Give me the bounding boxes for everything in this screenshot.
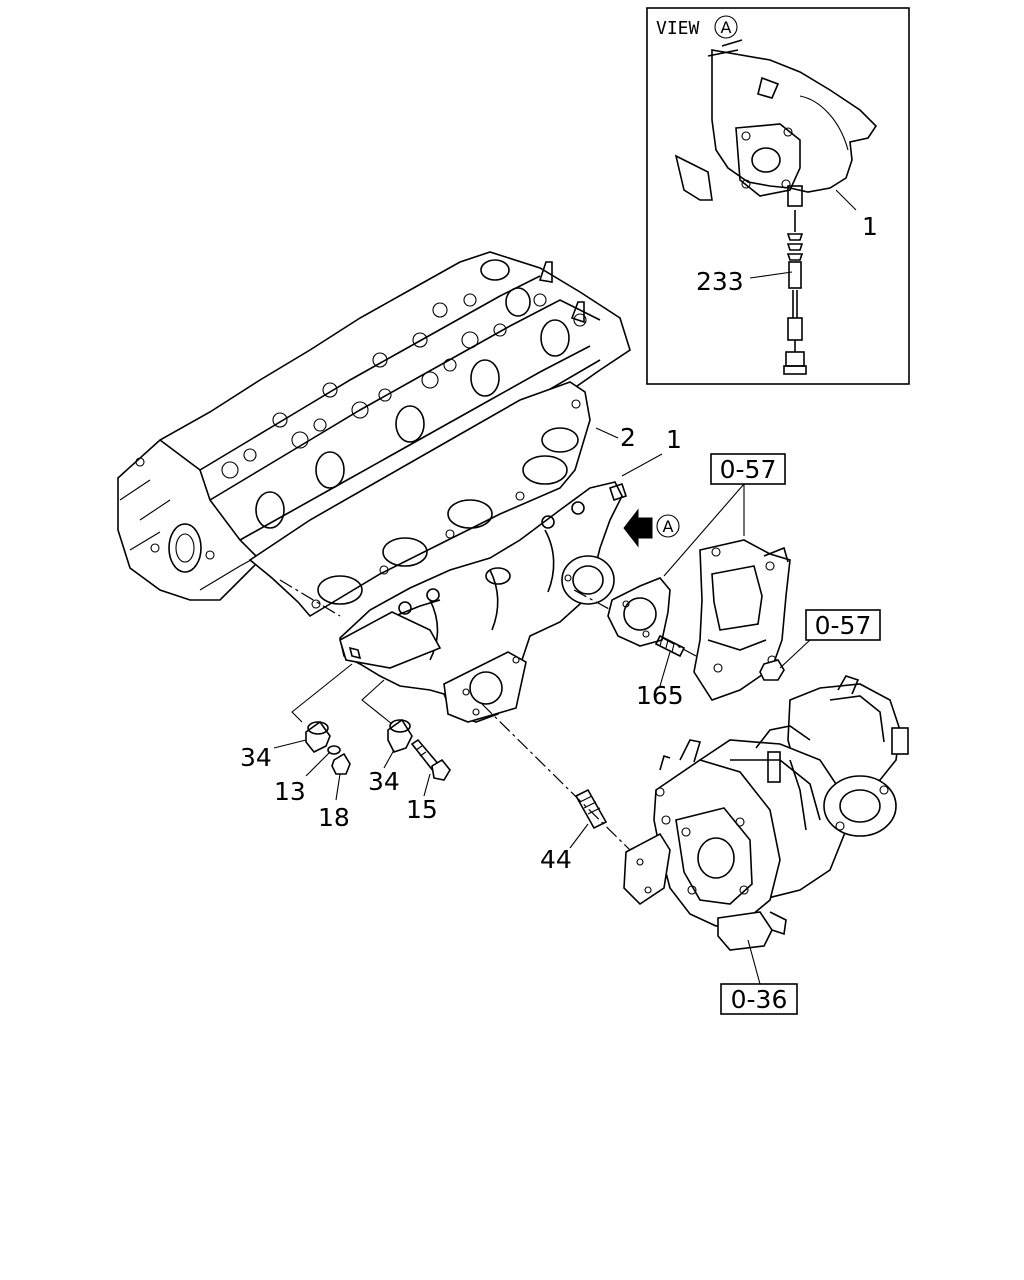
callout-18: 18 — [318, 803, 350, 832]
ref-box-057-top — [710, 453, 786, 485]
outlet-flange-gasket — [607, 577, 671, 647]
leader-233 — [749, 271, 793, 279]
ref-036: 0-36 — [731, 985, 788, 1014]
ref-box-036 — [720, 983, 798, 1015]
leader-057-right — [779, 639, 811, 669]
leader-057-top-b — [663, 483, 745, 577]
leader-036 — [747, 939, 761, 985]
leader-44 — [569, 823, 589, 849]
ref-box-057-right — [805, 609, 881, 641]
leader-15 — [423, 773, 431, 797]
stud-165 — [654, 634, 686, 658]
callout-1-view: 1 — [862, 212, 878, 241]
flange-nut — [759, 659, 785, 681]
callout-1-main: 1 — [666, 425, 682, 454]
callout-44: 44 — [540, 845, 572, 874]
leader-165 — [659, 651, 671, 687]
leader-1-view — [835, 189, 857, 211]
manifold-gasket — [248, 381, 591, 618]
collar-34-left — [305, 720, 331, 754]
exhaust-temperature-sensor — [783, 210, 807, 375]
washer-13 — [327, 745, 341, 755]
callout-34-right: 34 — [368, 767, 400, 796]
callout-34-left: 34 — [240, 743, 272, 772]
manifold-outlet-view — [674, 39, 878, 207]
stud-44 — [574, 788, 608, 830]
view-a-inset: VIEW A — [646, 7, 910, 385]
leader-2 — [595, 427, 619, 439]
stud-line-turbo — [481, 703, 633, 853]
view-a-frame — [646, 7, 910, 385]
ref-057-top: 0-57 — [720, 455, 777, 484]
callout-233: 233 — [696, 267, 744, 296]
leader-34-left — [273, 739, 307, 749]
leader-13 — [305, 751, 331, 777]
callout-165: 165 — [636, 681, 684, 710]
stud-line-left — [279, 579, 341, 617]
leader-34-right — [383, 749, 395, 769]
bolt-15 — [410, 738, 451, 781]
leader-1-main — [621, 453, 663, 477]
callout-15: 15 — [406, 795, 438, 824]
view-a-title: VIEW — [656, 18, 700, 39]
view-a-marker: A — [721, 18, 732, 37]
bracket-leader-right — [361, 679, 393, 725]
leader-18 — [335, 773, 341, 801]
callout-13: 13 — [274, 777, 306, 806]
collar-34-right — [387, 718, 413, 753]
bracket-leader-left — [291, 663, 353, 723]
view-a-marker-circle — [714, 15, 738, 39]
nut-18 — [331, 752, 351, 775]
arrow-marker: A — [663, 517, 674, 536]
turbocharger — [623, 675, 909, 951]
ref-057-right: 0-57 — [815, 611, 872, 640]
exhaust-manifold — [339, 481, 628, 723]
view-a-direction-arrow: A — [623, 508, 680, 548]
callout-2: 2 — [620, 423, 636, 452]
